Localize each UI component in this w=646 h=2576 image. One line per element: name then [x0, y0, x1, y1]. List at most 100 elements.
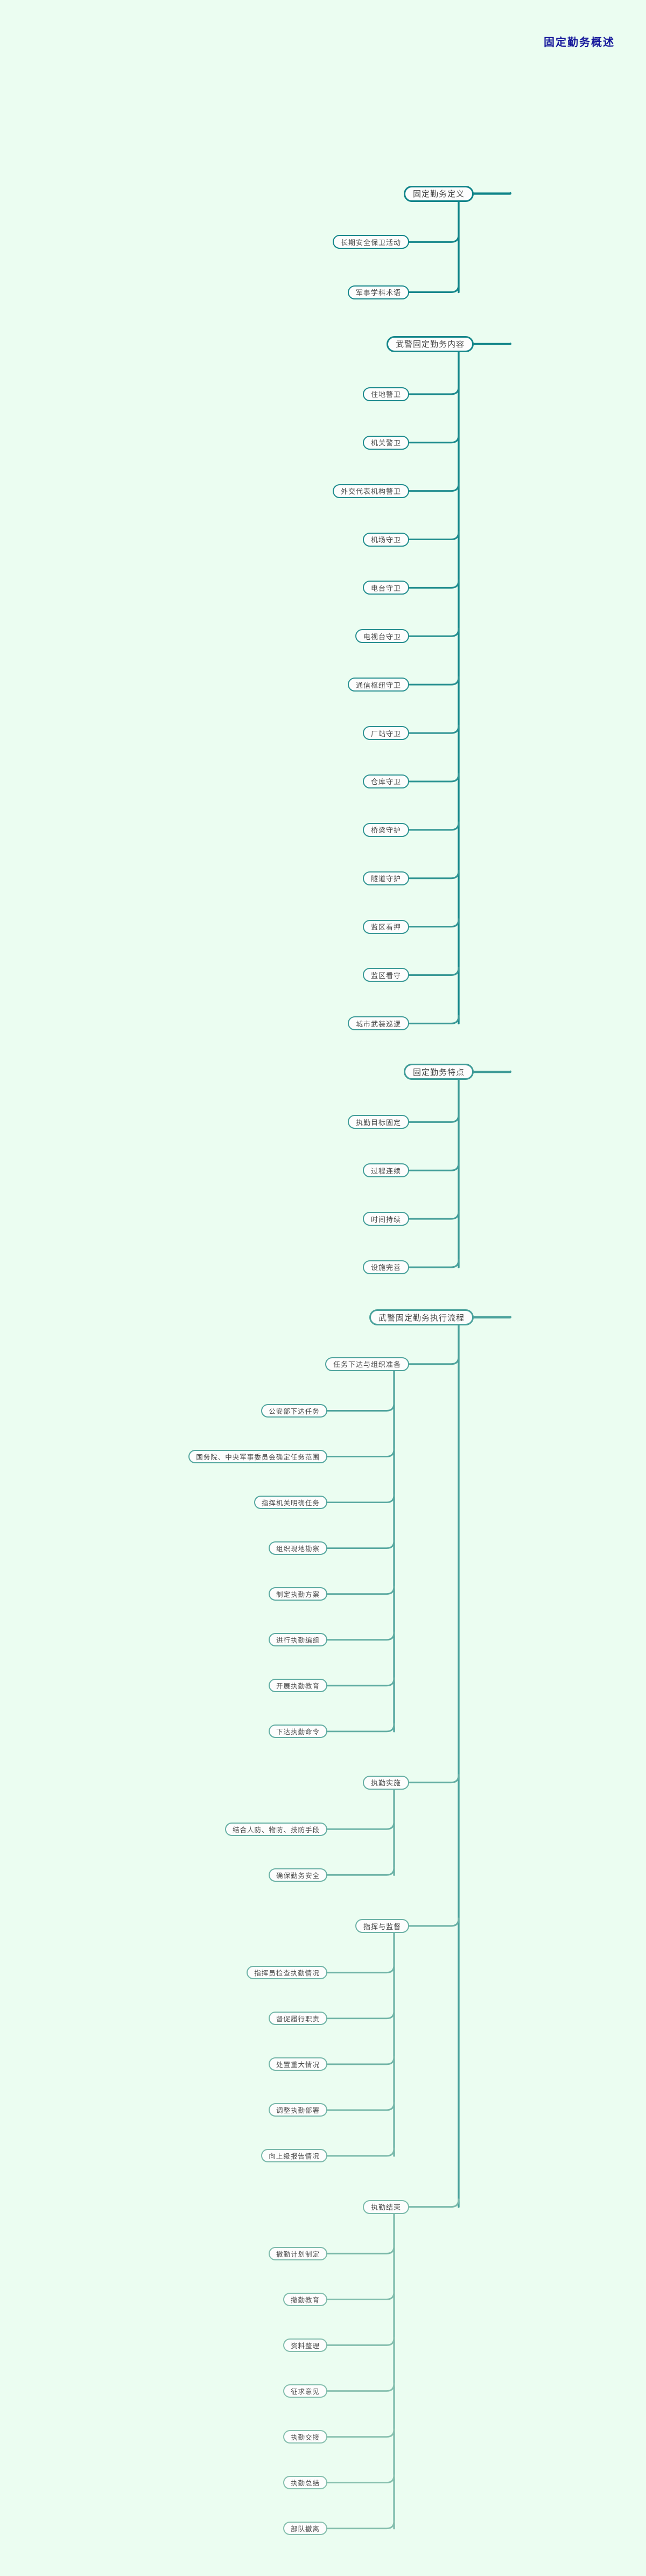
leaf-node[interactable]: 执勤交接 — [283, 2430, 327, 2444]
connector — [408, 724, 460, 734]
connector — [326, 1402, 395, 1412]
sub-node[interactable]: 监区看押 — [363, 919, 409, 934]
node-label: 隧道守护 — [370, 875, 401, 883]
leaf-node[interactable]: 指挥机关明确任务 — [254, 1496, 327, 1510]
node-label: 撤勤教育 — [290, 2296, 320, 2304]
node-label: 执勤总结 — [290, 2480, 320, 2488]
sub-node[interactable]: 住地警卫 — [363, 387, 409, 401]
node-label: 武警固定勤务内容 — [396, 340, 465, 350]
connector — [326, 1677, 395, 1687]
connector — [408, 918, 460, 928]
sub-node[interactable]: 执勤目标固定 — [348, 1115, 409, 1129]
leaf-node[interactable]: 征求意见 — [283, 2384, 327, 2398]
connector — [472, 192, 512, 195]
leaf-node[interactable]: 督促履行职责 — [269, 2012, 327, 2026]
sub-node[interactable]: 时间持续 — [363, 1212, 409, 1226]
leaf-node[interactable]: 资料整理 — [283, 2338, 327, 2352]
node-label: 过程连续 — [370, 1167, 401, 1175]
node-label: 国务院、中央军事委员会确定任务范围 — [196, 1453, 320, 1461]
sub-node[interactable]: 指挥与监督 — [355, 1919, 409, 1933]
sub-node[interactable]: 隧道守护 — [363, 871, 409, 885]
connector — [408, 676, 460, 686]
node-label: 开展执勤教育 — [276, 1683, 320, 1691]
leaf-node[interactable]: 撤勤教育 — [283, 2292, 327, 2306]
connector — [326, 2520, 395, 2530]
connector — [408, 1162, 460, 1171]
connector — [408, 434, 460, 444]
connector — [326, 2245, 395, 2254]
sub-node[interactable]: 电视台守卫 — [355, 629, 409, 644]
sub-node[interactable]: 执勤实施 — [363, 1775, 409, 1790]
node-label: 下达执勤命令 — [276, 1728, 320, 1736]
node-label: 任务下达与组织准备 — [333, 1360, 401, 1369]
node-label: 执勤实施 — [370, 1779, 401, 1788]
node-label: 机关警卫 — [370, 439, 401, 448]
connector — [408, 627, 460, 637]
leaf-node[interactable]: 部队撤离 — [283, 2522, 327, 2536]
leaf-node[interactable]: 处置重大情况 — [269, 2057, 327, 2071]
node-label: 调整执勤部署 — [276, 2107, 320, 2115]
node-label: 撤勤计划制定 — [276, 2250, 320, 2258]
leaf-node[interactable]: 撤勤计划制定 — [269, 2246, 327, 2260]
leaf-node[interactable]: 制定执勤方案 — [269, 1587, 327, 1601]
node-label: 长期安全保卫活动 — [340, 238, 401, 247]
leaf-node[interactable]: 调整执勤部署 — [269, 2103, 327, 2117]
sub-node[interactable]: 仓库守卫 — [363, 774, 409, 788]
connector — [408, 1210, 460, 1220]
node-label: 桥梁守护 — [370, 826, 401, 835]
sub-node[interactable]: 桥梁守护 — [363, 822, 409, 837]
connector — [326, 2428, 395, 2438]
sub-node[interactable]: 设施完善 — [363, 1260, 409, 1274]
connector — [408, 1015, 460, 1024]
leaf-node[interactable]: 组织现地勘察 — [269, 1541, 327, 1555]
node-label: 军事学科术语 — [355, 289, 401, 297]
sub-node[interactable]: 厂站守卫 — [363, 726, 409, 741]
branch-node[interactable]: 固定勤务特点 — [404, 1064, 474, 1080]
node-label: 执勤交接 — [290, 2434, 320, 2442]
node-label: 确保勤务安全 — [276, 1872, 320, 1880]
node-label: 指挥机关明确任务 — [261, 1499, 320, 1507]
connector — [408, 233, 460, 243]
node-label: 监区看守 — [370, 971, 401, 980]
connector — [408, 2198, 460, 2208]
branch-node[interactable]: 武警固定勤务内容 — [387, 336, 474, 352]
connector — [472, 1316, 512, 1319]
leaf-node[interactable]: 确保勤务安全 — [269, 1868, 327, 1882]
node-label: 监区看押 — [370, 923, 401, 932]
leaf-node[interactable]: 指挥员检查执勤情况 — [247, 1966, 327, 1980]
branch-node[interactable]: 固定勤务定义 — [404, 185, 474, 202]
sub-node[interactable]: 机关警卫 — [363, 435, 409, 450]
node-label: 城市武装巡逻 — [355, 1020, 401, 1028]
leaf-node[interactable]: 结合人防、物防、技防手段 — [225, 1822, 327, 1836]
node-label: 指挥与监督 — [363, 1922, 401, 1931]
node-label: 向上级报告情况 — [269, 2153, 320, 2161]
leaf-node[interactable]: 开展执勤教育 — [269, 1679, 327, 1693]
sub-node[interactable]: 电台守卫 — [363, 581, 409, 595]
leaf-node[interactable]: 公安部下达任务 — [261, 1404, 327, 1418]
leaf-node[interactable]: 国务院、中央军事委员会确定任务范围 — [188, 1449, 327, 1463]
leaf-node[interactable]: 下达执勤命令 — [269, 1725, 327, 1739]
sub-node[interactable]: 过程连续 — [363, 1163, 409, 1178]
connector — [408, 1917, 460, 1927]
sub-node[interactable]: 任务下达与组织准备 — [325, 1357, 409, 1371]
leaf-node[interactable]: 执勤总结 — [283, 2476, 327, 2490]
node-label: 厂站守卫 — [370, 729, 401, 738]
node-label: 进行执勤编组 — [276, 1637, 320, 1645]
node-label: 执勤结束 — [370, 2203, 401, 2212]
sub-node[interactable]: 执勤结束 — [363, 2200, 409, 2214]
sub-node[interactable]: 机场守卫 — [363, 532, 409, 547]
connector — [408, 1259, 460, 1268]
node-label: 武警固定勤务执行流程 — [378, 1313, 465, 1323]
sub-node[interactable]: 军事学科术语 — [348, 285, 409, 299]
leaf-node[interactable]: 向上级报告情况 — [261, 2149, 327, 2163]
branch-node[interactable]: 武警固定勤务执行流程 — [369, 1309, 474, 1326]
sub-node[interactable]: 外交代表机构警卫 — [333, 484, 409, 498]
sub-node[interactable]: 通信枢纽守卫 — [348, 678, 409, 692]
sub-node[interactable]: 长期安全保卫活动 — [333, 235, 409, 249]
connector — [326, 2383, 395, 2392]
leaf-node[interactable]: 进行执勤编组 — [269, 1633, 327, 1647]
sub-node[interactable]: 监区看守 — [363, 968, 409, 982]
node-label: 时间持续 — [370, 1215, 401, 1224]
node-label: 电台守卫 — [370, 584, 401, 592]
sub-node[interactable]: 城市武装巡逻 — [348, 1016, 409, 1031]
